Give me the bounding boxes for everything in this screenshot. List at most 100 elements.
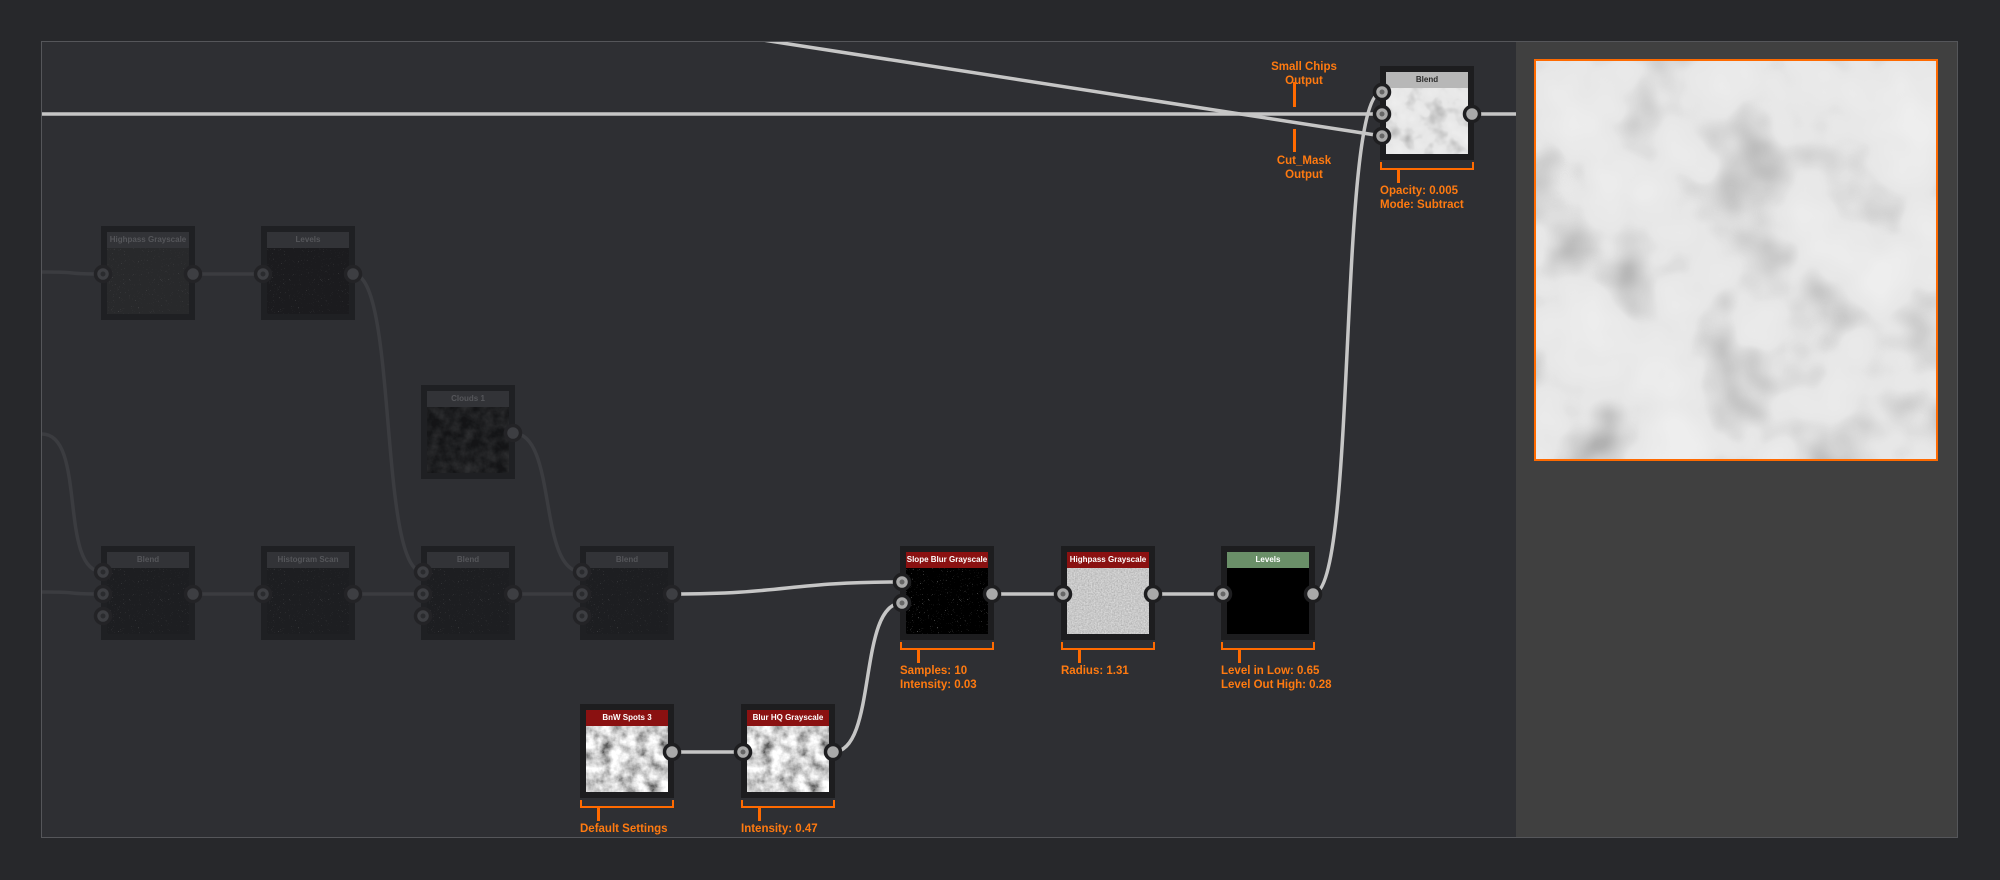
output-label-line: Small Chips	[1271, 61, 1337, 73]
wire-inactive[interactable]	[42, 590, 104, 596]
input-port[interactable]	[892, 572, 912, 592]
node-hp_dim[interactable]: Highpass Grayscale	[101, 226, 195, 320]
node-title: Histogram Scan	[267, 552, 349, 568]
output-label-line: Output	[1285, 75, 1323, 87]
wires-layer	[42, 42, 1516, 754]
wire-inactive[interactable]	[42, 270, 104, 276]
thumbnail-texture	[427, 568, 509, 634]
node-thumbnail	[267, 248, 349, 314]
thumbnail-texture	[107, 568, 189, 634]
output-port[interactable]	[1462, 104, 1482, 124]
output-port[interactable]	[823, 742, 843, 762]
node-hist[interactable]: Histogram Scan	[261, 546, 355, 640]
input-port[interactable]	[413, 606, 433, 626]
input-port[interactable]	[93, 562, 113, 582]
node-blurhq[interactable]: Blur HQ Grayscale	[741, 704, 835, 798]
annotation-line: Intensity: 0.03	[900, 679, 977, 691]
thumbnail-texture	[267, 248, 349, 314]
annotation-line: Radius: 1.31	[1061, 665, 1129, 677]
wire-active[interactable]	[763, 42, 1383, 138]
input-port[interactable]	[93, 264, 113, 284]
output-port[interactable]	[343, 264, 363, 284]
output-port[interactable]	[183, 264, 203, 284]
node-slope[interactable]: Slope Blur Grayscale	[900, 546, 994, 640]
wire-inactive[interactable]	[42, 432, 104, 574]
node-title: Levels	[1227, 552, 1309, 568]
node-bl1[interactable]: Blend	[101, 546, 195, 640]
node-blend[interactable]: Blend	[1380, 66, 1474, 160]
input-port[interactable]	[253, 584, 273, 604]
preview-panel	[1516, 42, 1957, 837]
wire-active[interactable]	[832, 601, 903, 754]
output-label-line: Output	[1285, 169, 1323, 181]
annotation-line: Opacity: 0.005	[1380, 185, 1458, 197]
input-port[interactable]	[253, 264, 273, 284]
output-label-stem	[1293, 129, 1296, 152]
annotation-stem	[917, 649, 920, 663]
output-port[interactable]	[503, 584, 523, 604]
input-port[interactable]	[733, 742, 753, 762]
annotation-line: Default Settings	[580, 823, 668, 835]
ports-layer	[93, 82, 1482, 762]
node-title: BnW Spots 3	[586, 710, 668, 726]
node-thumbnail	[1067, 568, 1149, 634]
annotation-line: Level in Low: 0.65	[1221, 665, 1320, 677]
input-port[interactable]	[1372, 104, 1392, 124]
annotation-line: Level Out High: 0.28	[1221, 679, 1332, 691]
output-port[interactable]	[503, 423, 523, 443]
output-port[interactable]	[343, 584, 363, 604]
annotation-line: Mode: Subtract	[1380, 199, 1464, 211]
output-port[interactable]	[662, 742, 682, 762]
input-port[interactable]	[1053, 584, 1073, 604]
node-title: Blur HQ Grayscale	[747, 710, 829, 726]
input-port[interactable]	[93, 606, 113, 626]
node-annotation: Default Settings	[580, 822, 668, 836]
input-port[interactable]	[1372, 82, 1392, 102]
node-thumbnail	[1227, 568, 1309, 634]
wire-active[interactable]	[1312, 90, 1383, 596]
output-label-stem	[1293, 82, 1296, 107]
input-port[interactable]	[413, 584, 433, 604]
annotation-bracket	[741, 800, 835, 808]
input-port[interactable]	[572, 562, 592, 582]
node-title: Blend	[1386, 72, 1468, 88]
node-hp[interactable]: Highpass Grayscale	[1061, 546, 1155, 640]
output-port[interactable]	[662, 584, 682, 604]
output-port[interactable]	[1303, 584, 1323, 604]
node-bnw[interactable]: BnW Spots 3	[580, 704, 674, 798]
node-thumbnail	[107, 248, 189, 314]
input-port[interactable]	[892, 593, 912, 613]
input-port[interactable]	[572, 606, 592, 626]
node-lv_dim[interactable]: Levels	[261, 226, 355, 320]
input-port[interactable]	[93, 584, 113, 604]
output-port[interactable]	[1143, 584, 1163, 604]
wire-inactive[interactable]	[352, 272, 424, 574]
input-port[interactable]	[413, 562, 433, 582]
node-lv[interactable]: Levels	[1221, 546, 1315, 640]
node-thumbnail	[747, 726, 829, 792]
wire-active[interactable]	[671, 580, 903, 596]
output-label-cut-mask: Cut_Mask Output	[1254, 154, 1354, 182]
node-bl2[interactable]: Blend	[421, 546, 515, 640]
input-port[interactable]	[1372, 126, 1392, 146]
input-port[interactable]	[1213, 584, 1233, 604]
wire-inactive[interactable]	[512, 431, 583, 574]
node-title: Clouds 1	[427, 391, 509, 407]
node-thumbnail	[1386, 88, 1468, 154]
output-port[interactable]	[982, 584, 1002, 604]
annotation-stem	[1078, 649, 1081, 663]
2d-preview[interactable]	[1534, 59, 1938, 461]
thumbnail-texture	[906, 568, 988, 634]
input-port[interactable]	[572, 584, 592, 604]
output-port[interactable]	[183, 584, 203, 604]
preview-texture	[1536, 61, 1936, 459]
node-clouds[interactable]: Clouds 1	[421, 385, 515, 479]
node-thumbnail	[586, 726, 668, 792]
node-title: Highpass Grayscale	[1067, 552, 1149, 568]
annotation-bracket	[580, 800, 674, 808]
node-bl3[interactable]: Blend	[580, 546, 674, 640]
